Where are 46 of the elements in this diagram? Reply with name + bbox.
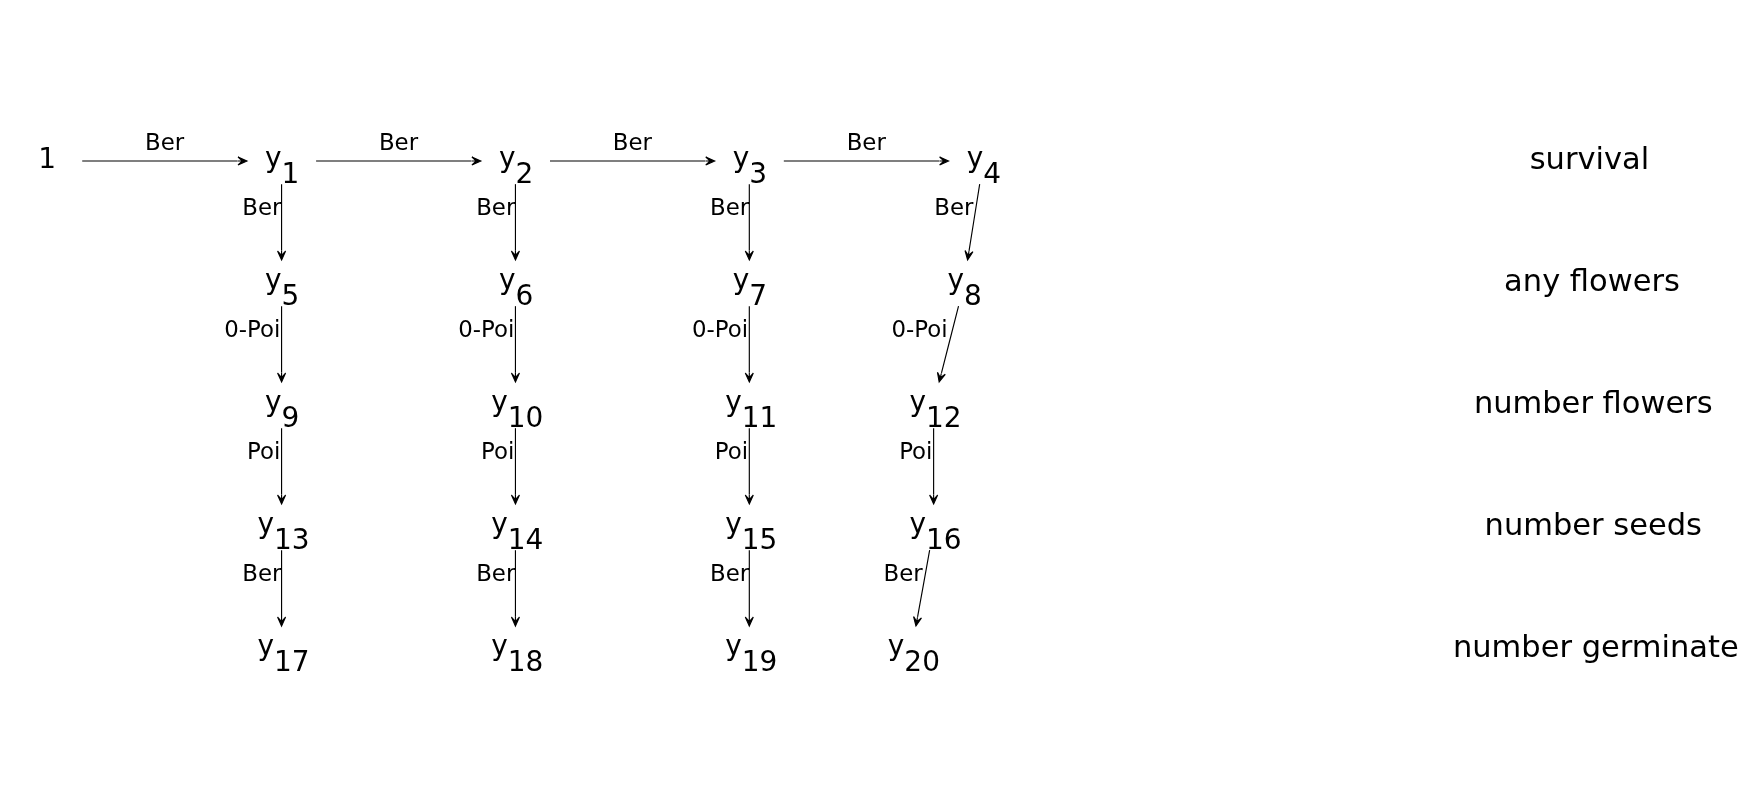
edge-label: 0-Poi	[458, 315, 515, 342]
edge-label: Ber	[883, 559, 923, 586]
arrow	[936, 305, 960, 383]
edge-label: Ber	[242, 193, 282, 220]
edge-label: Poi	[480, 437, 515, 464]
edge-label: Ber	[612, 128, 652, 155]
label: any flowers	[1504, 262, 1680, 298]
arrow	[744, 305, 754, 383]
arrow	[549, 155, 716, 166]
arrow	[510, 549, 521, 627]
arrow	[277, 427, 287, 505]
edge-label: Ber	[710, 559, 750, 586]
arrow	[277, 305, 287, 383]
arrow	[744, 427, 754, 505]
edge-label: Poi	[247, 437, 281, 464]
node-text: 1	[38, 141, 56, 175]
arrow	[510, 427, 521, 505]
label: number flowers	[1473, 384, 1713, 420]
arrow	[277, 549, 287, 627]
edge-label: Poi	[714, 437, 749, 464]
edge-label: Ber	[476, 193, 516, 220]
arrow	[277, 183, 287, 260]
label: number germinate	[1452, 628, 1739, 664]
edge-label: Ber	[476, 559, 516, 586]
arrow	[81, 155, 248, 166]
arrow	[913, 549, 931, 627]
arrow	[744, 183, 754, 260]
arrow	[510, 183, 521, 260]
arrow	[929, 427, 939, 505]
edge-label: Ber	[145, 128, 185, 155]
edge-label: Ber	[242, 559, 282, 586]
edge-label: 0-Poi	[224, 315, 281, 342]
edge-label: Poi	[899, 437, 933, 464]
arrow	[510, 305, 521, 383]
arrow	[783, 155, 950, 166]
label: survival	[1529, 140, 1650, 176]
edge-label: Ber	[710, 193, 750, 220]
label: number seeds	[1484, 506, 1702, 542]
edge-label: Ber	[934, 193, 974, 220]
arrow	[964, 183, 981, 260]
edge-label: Ber	[378, 128, 419, 155]
arrow	[744, 549, 754, 627]
edge-label: 0-Poi	[692, 315, 749, 342]
edge-label: 0-Poi	[891, 315, 948, 342]
arrow	[315, 155, 482, 166]
edge-label: Ber	[846, 128, 886, 155]
